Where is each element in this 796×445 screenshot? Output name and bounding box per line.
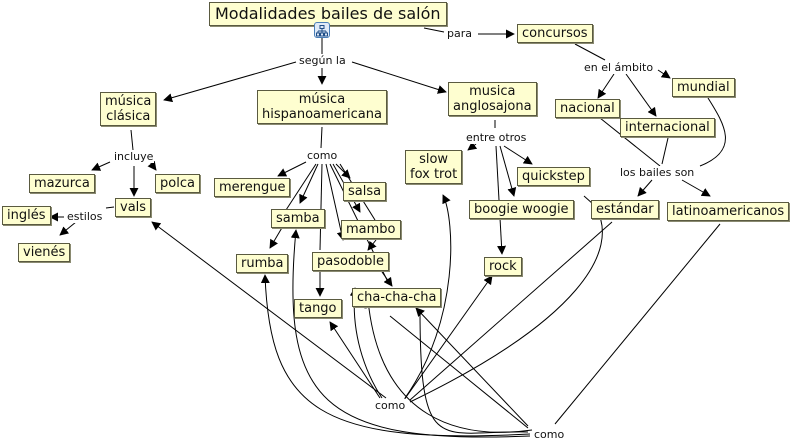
node-musica-anglosajona[interactable]: musica anglosajona bbox=[448, 82, 537, 116]
link-en-el-ambito: en el ámbito bbox=[583, 61, 655, 74]
link-incluye: incluye bbox=[113, 150, 155, 163]
node-samba[interactable]: samba bbox=[271, 209, 325, 228]
link-los-bailes-son: los bailes son bbox=[619, 166, 696, 179]
link-segun-la: según la bbox=[298, 54, 347, 67]
node-line: hispanoamericana bbox=[262, 107, 382, 122]
link-estilos: estilos bbox=[66, 210, 104, 223]
node-concursos[interactable]: concursos bbox=[517, 24, 593, 43]
node-rumba[interactable]: rumba bbox=[236, 254, 289, 273]
node-internacional[interactable]: internacional bbox=[620, 118, 715, 137]
node-musica-clasica[interactable]: música clásica bbox=[100, 92, 157, 126]
node-mundial[interactable]: mundial bbox=[672, 78, 735, 97]
node-line: slow bbox=[419, 152, 449, 167]
link-como-estandar: como bbox=[374, 399, 407, 412]
node-ingles[interactable]: inglés bbox=[2, 206, 51, 225]
node-line: musica bbox=[469, 84, 516, 99]
node-line: anglosajona bbox=[453, 99, 532, 114]
node-tango[interactable]: tango bbox=[294, 299, 342, 318]
node-boogie-woogie[interactable]: boogie woogie bbox=[469, 200, 574, 219]
node-vals[interactable]: vals bbox=[115, 198, 152, 217]
node-mambo[interactable]: mambo bbox=[341, 220, 401, 239]
node-latinoamericanos[interactable]: latinoamericanos bbox=[667, 202, 790, 221]
node-line: clásica bbox=[106, 109, 151, 124]
node-merengue[interactable]: merengue bbox=[214, 178, 291, 197]
node-rock[interactable]: rock bbox=[484, 257, 522, 276]
node-salsa[interactable]: salsa bbox=[343, 182, 387, 201]
node-line: música bbox=[298, 92, 346, 107]
node-line: música bbox=[105, 94, 152, 109]
node-slow-fox-trot[interactable]: slow fox trot bbox=[405, 150, 463, 184]
node-pasodoble[interactable]: pasodoble bbox=[312, 252, 390, 271]
node-musica-hispanoamericana[interactable]: música hispanoamericana bbox=[257, 90, 387, 124]
link-como-latino: como bbox=[533, 428, 566, 441]
link-entre-otros: entre otros bbox=[465, 131, 528, 144]
node-quickstep[interactable]: quickstep bbox=[517, 167, 590, 186]
link-para: para bbox=[446, 27, 473, 40]
root-concept[interactable]: Modalidades bailes de salón bbox=[209, 2, 447, 26]
node-polca[interactable]: polca bbox=[155, 174, 200, 193]
node-vienes[interactable]: vienés bbox=[18, 243, 71, 262]
node-nacional[interactable]: nacional bbox=[555, 99, 620, 118]
node-mazurca[interactable]: mazurca bbox=[29, 174, 95, 193]
node-chachacha[interactable]: cha-cha-cha bbox=[352, 288, 442, 307]
link-como-hispano: como bbox=[306, 149, 339, 162]
node-estandar[interactable]: estándar bbox=[591, 200, 659, 219]
submap-icon[interactable] bbox=[314, 22, 330, 38]
node-line: fox trot bbox=[410, 167, 458, 182]
